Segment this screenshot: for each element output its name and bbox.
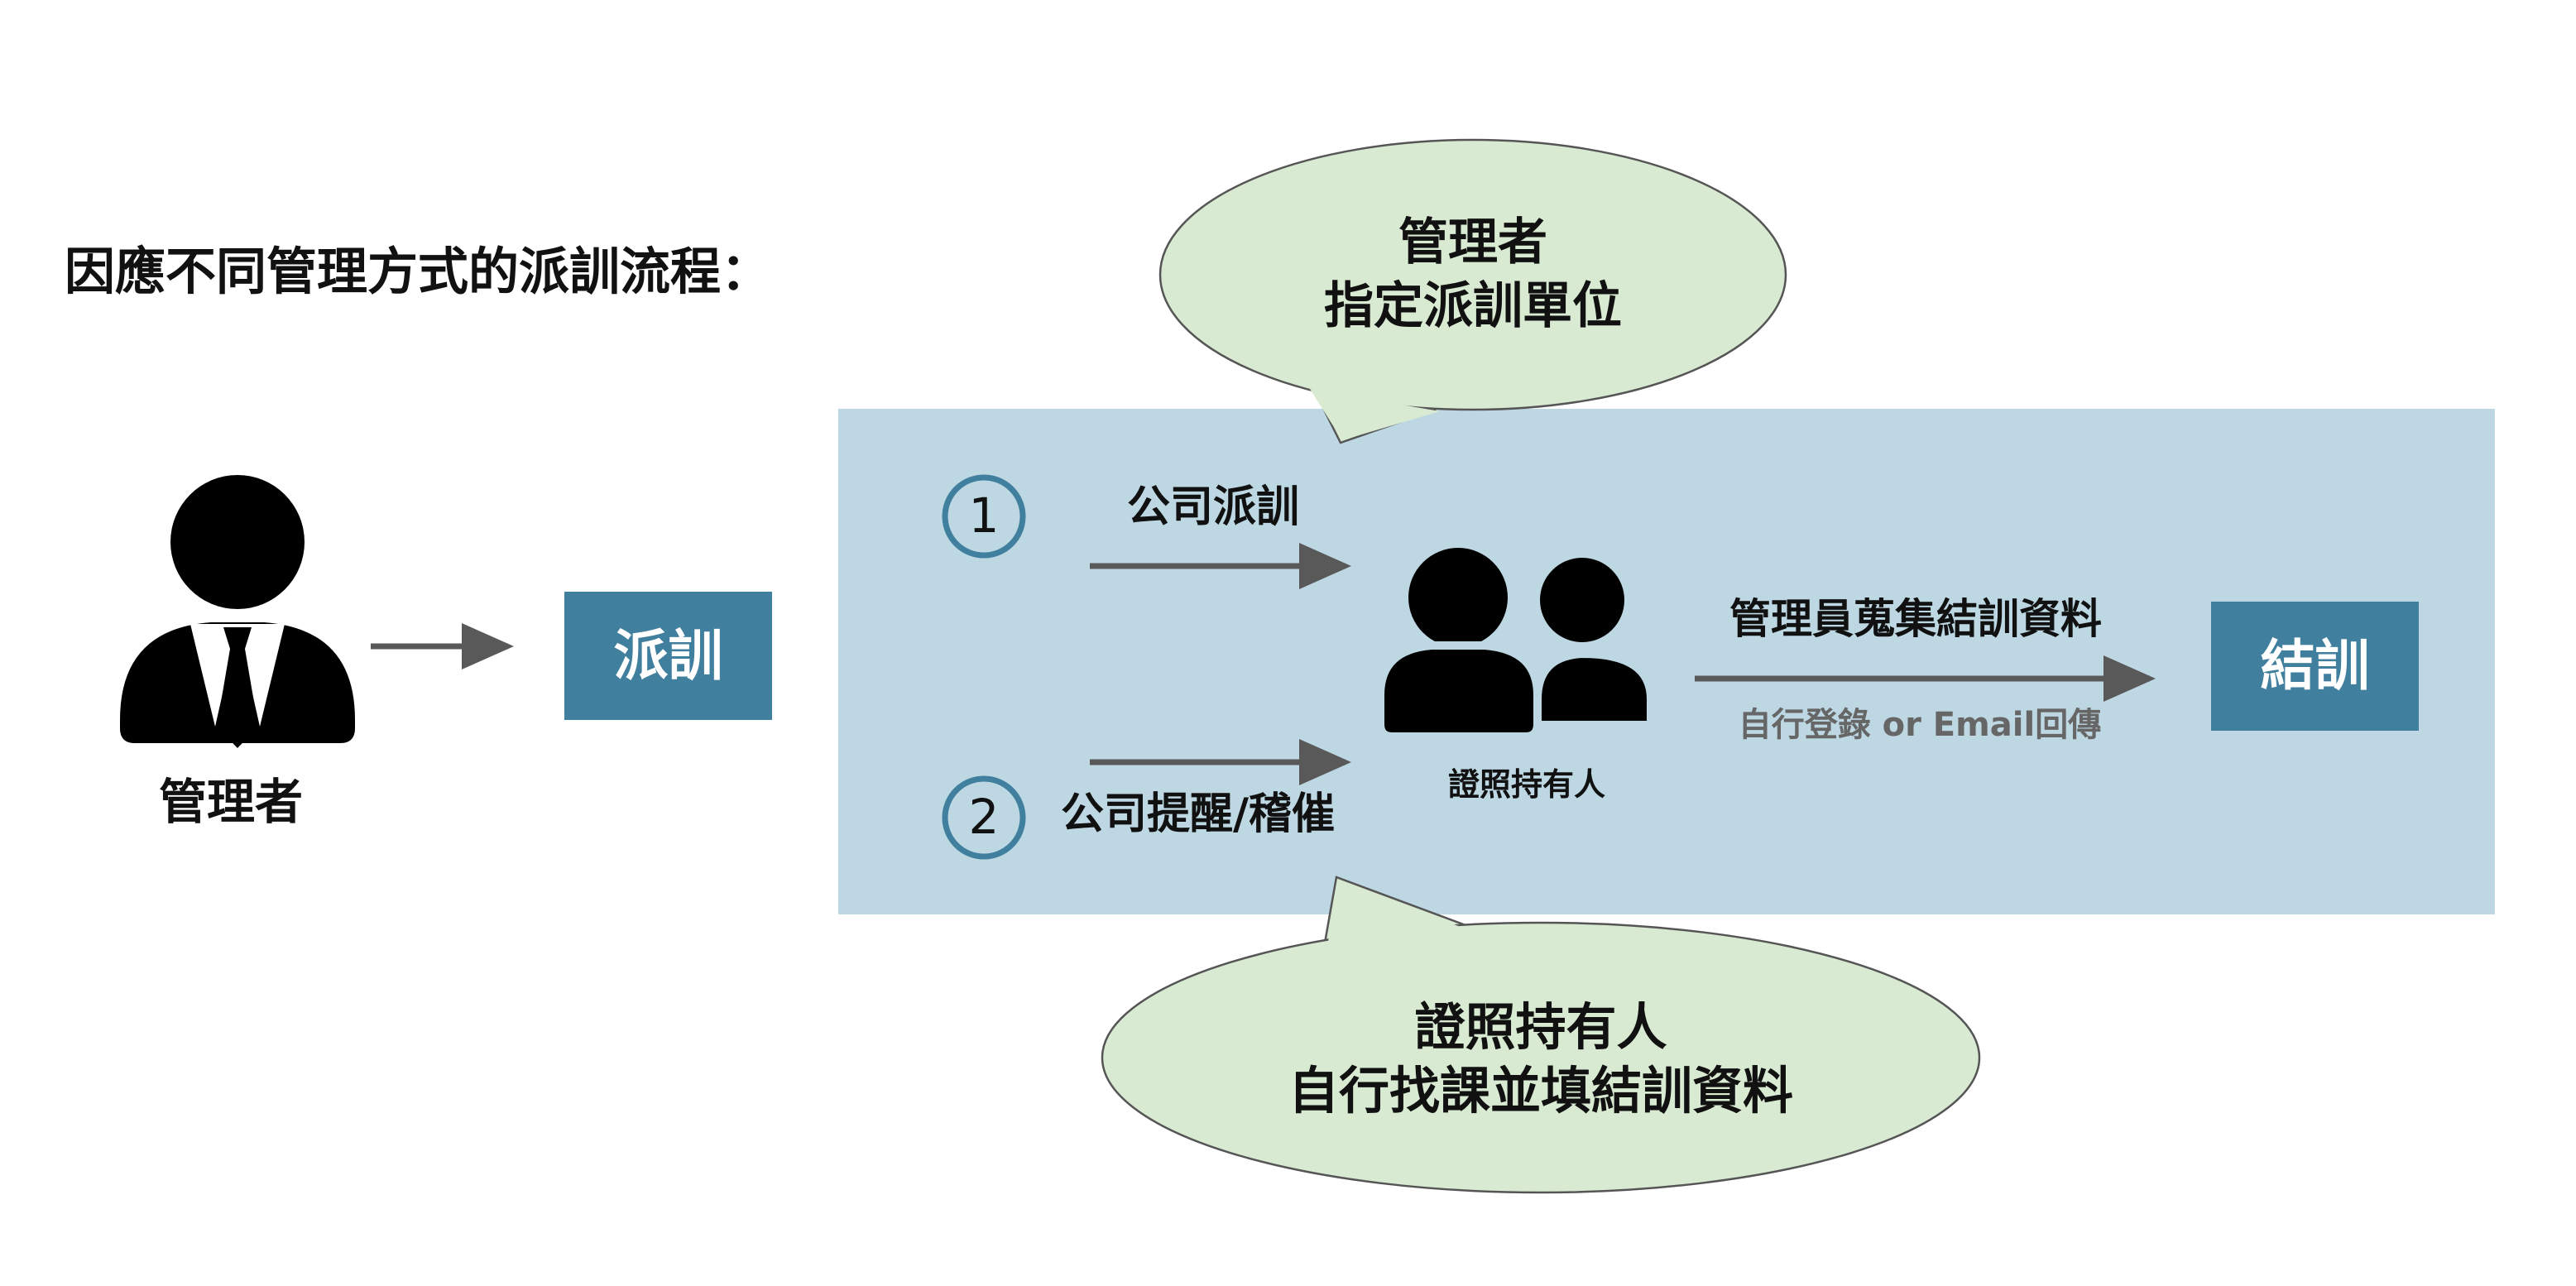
route2-number: 2 [968, 789, 1000, 845]
route2-number-circle [942, 775, 1026, 860]
bubble-bottom-line2: 自行找課並填結訓資料 [1288, 1062, 1793, 1120]
bubble-top [1158, 138, 1787, 444]
bubble-bottom-line1: 證照持有人 [1414, 998, 1667, 1057]
bubble-top-line2: 指定派訓單位 [1324, 277, 1622, 335]
route1-number: 1 [968, 487, 1000, 544]
completion-box: 結訓 [2211, 602, 2419, 731]
bubble-bottom [1101, 876, 1981, 1194]
manager-label: 管理者 [159, 774, 304, 830]
dispatch-box: 派訓 [564, 592, 772, 720]
collect-label: 管理員蒐集結訓資料 [1729, 595, 2102, 643]
route2-label: 公司提醒/稽催 [1061, 789, 1335, 839]
page-title: 因應不同管理方式的派訓流程： [65, 242, 772, 301]
manager-icon [120, 475, 355, 748]
route1-number-circle [942, 474, 1026, 559]
bubble-top-line1: 管理者 [1398, 214, 1547, 271]
holders-label: 證照持有人 [1447, 766, 1605, 803]
collect-sublabel: 自行登錄 or Email回傳 [1738, 706, 2102, 744]
people-icon [1376, 548, 1655, 741]
route1-label: 公司派訓 [1127, 482, 1300, 532]
